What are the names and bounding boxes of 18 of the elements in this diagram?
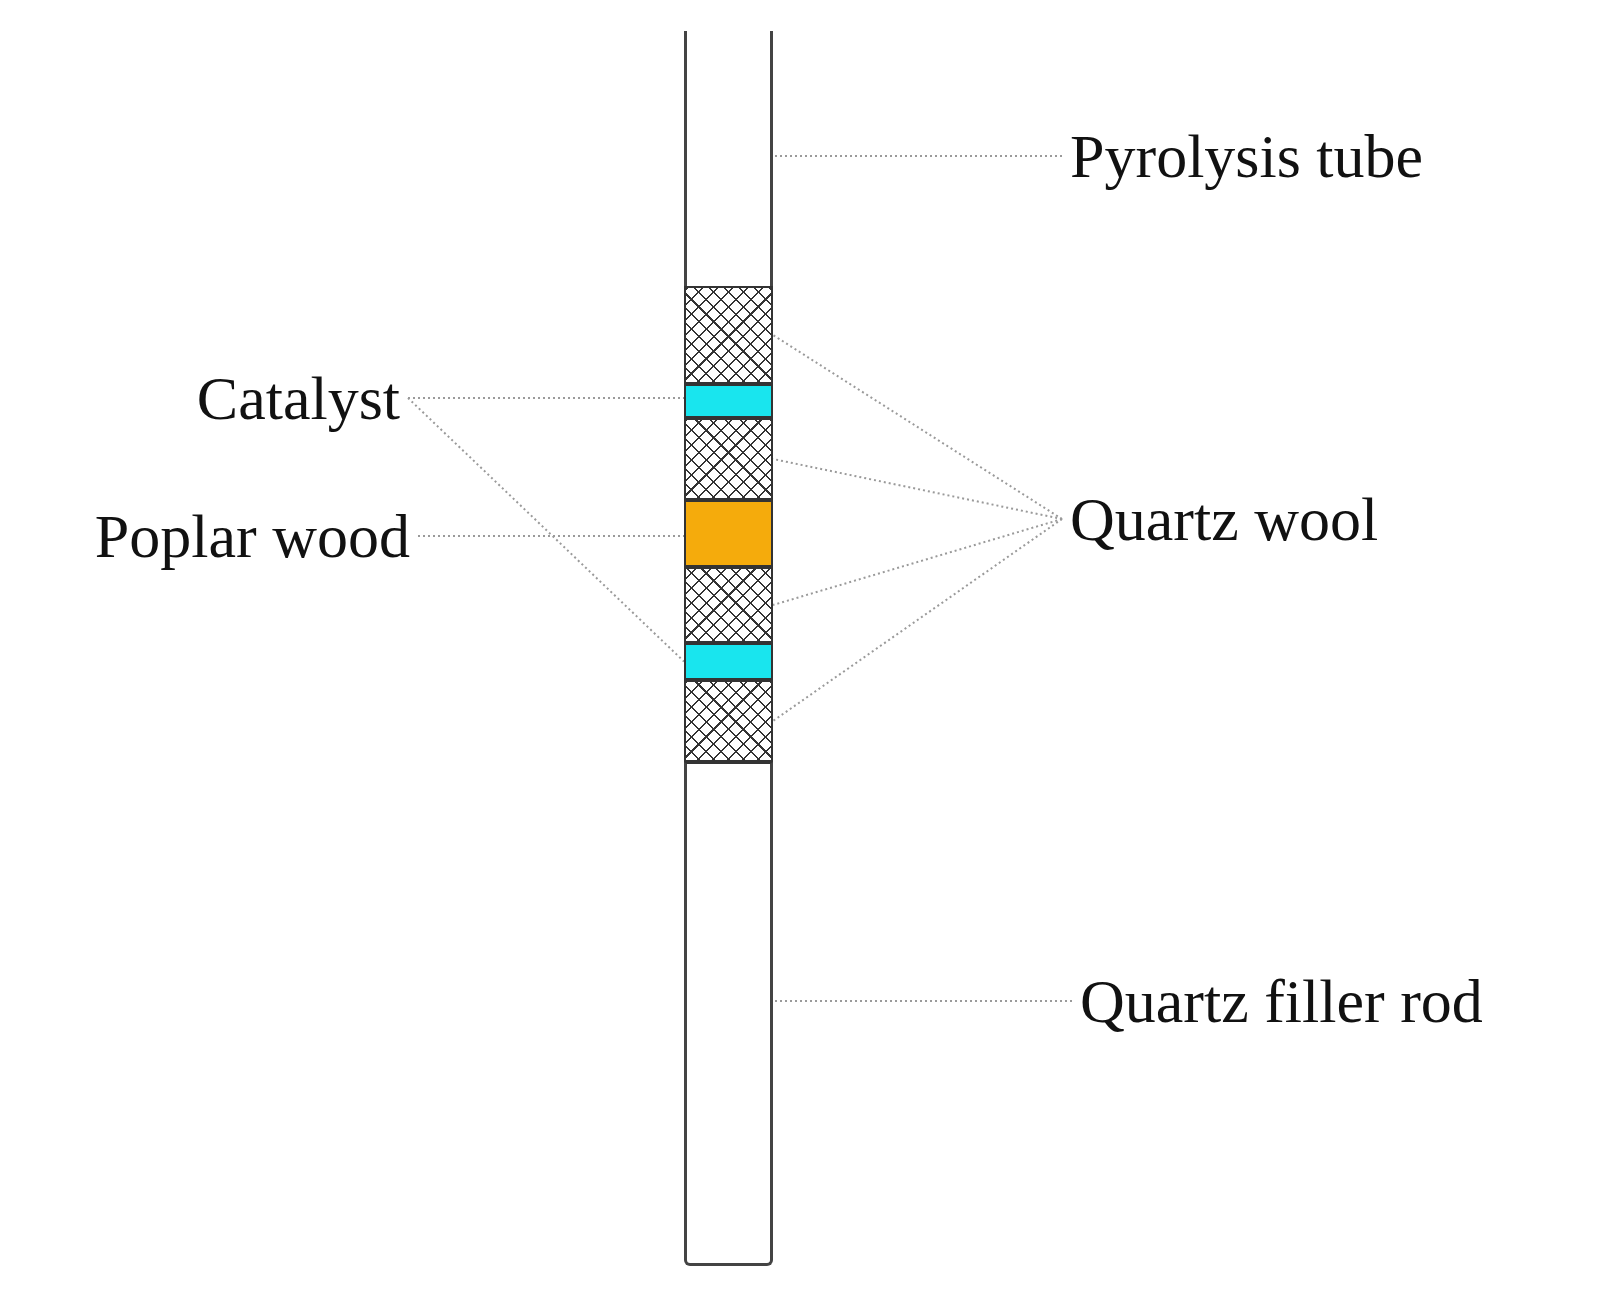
callout-label: Quartz filler rod xyxy=(1080,965,1483,1037)
leader-line xyxy=(772,155,1063,157)
leader-line xyxy=(772,334,1063,520)
callout-label: Pyrolysis tube xyxy=(1070,120,1424,192)
leader-line xyxy=(772,1000,1073,1002)
leader-line xyxy=(772,518,1063,722)
leader-line xyxy=(407,397,685,663)
callout-label: Poplar wood xyxy=(94,500,410,572)
catalyst-layer xyxy=(684,643,773,680)
catalyst-layer xyxy=(684,384,773,418)
quartz-wool-plug xyxy=(684,286,773,384)
quartz-wool-plug xyxy=(684,418,773,500)
wood-sample-layer xyxy=(684,500,773,567)
callout-label: Catalyst xyxy=(196,362,400,434)
filler-rod xyxy=(684,762,773,1266)
quartz-wool-plug xyxy=(684,567,773,643)
quartz-wool-plug xyxy=(684,680,773,762)
callout-label: Quartz wool xyxy=(1070,483,1379,555)
